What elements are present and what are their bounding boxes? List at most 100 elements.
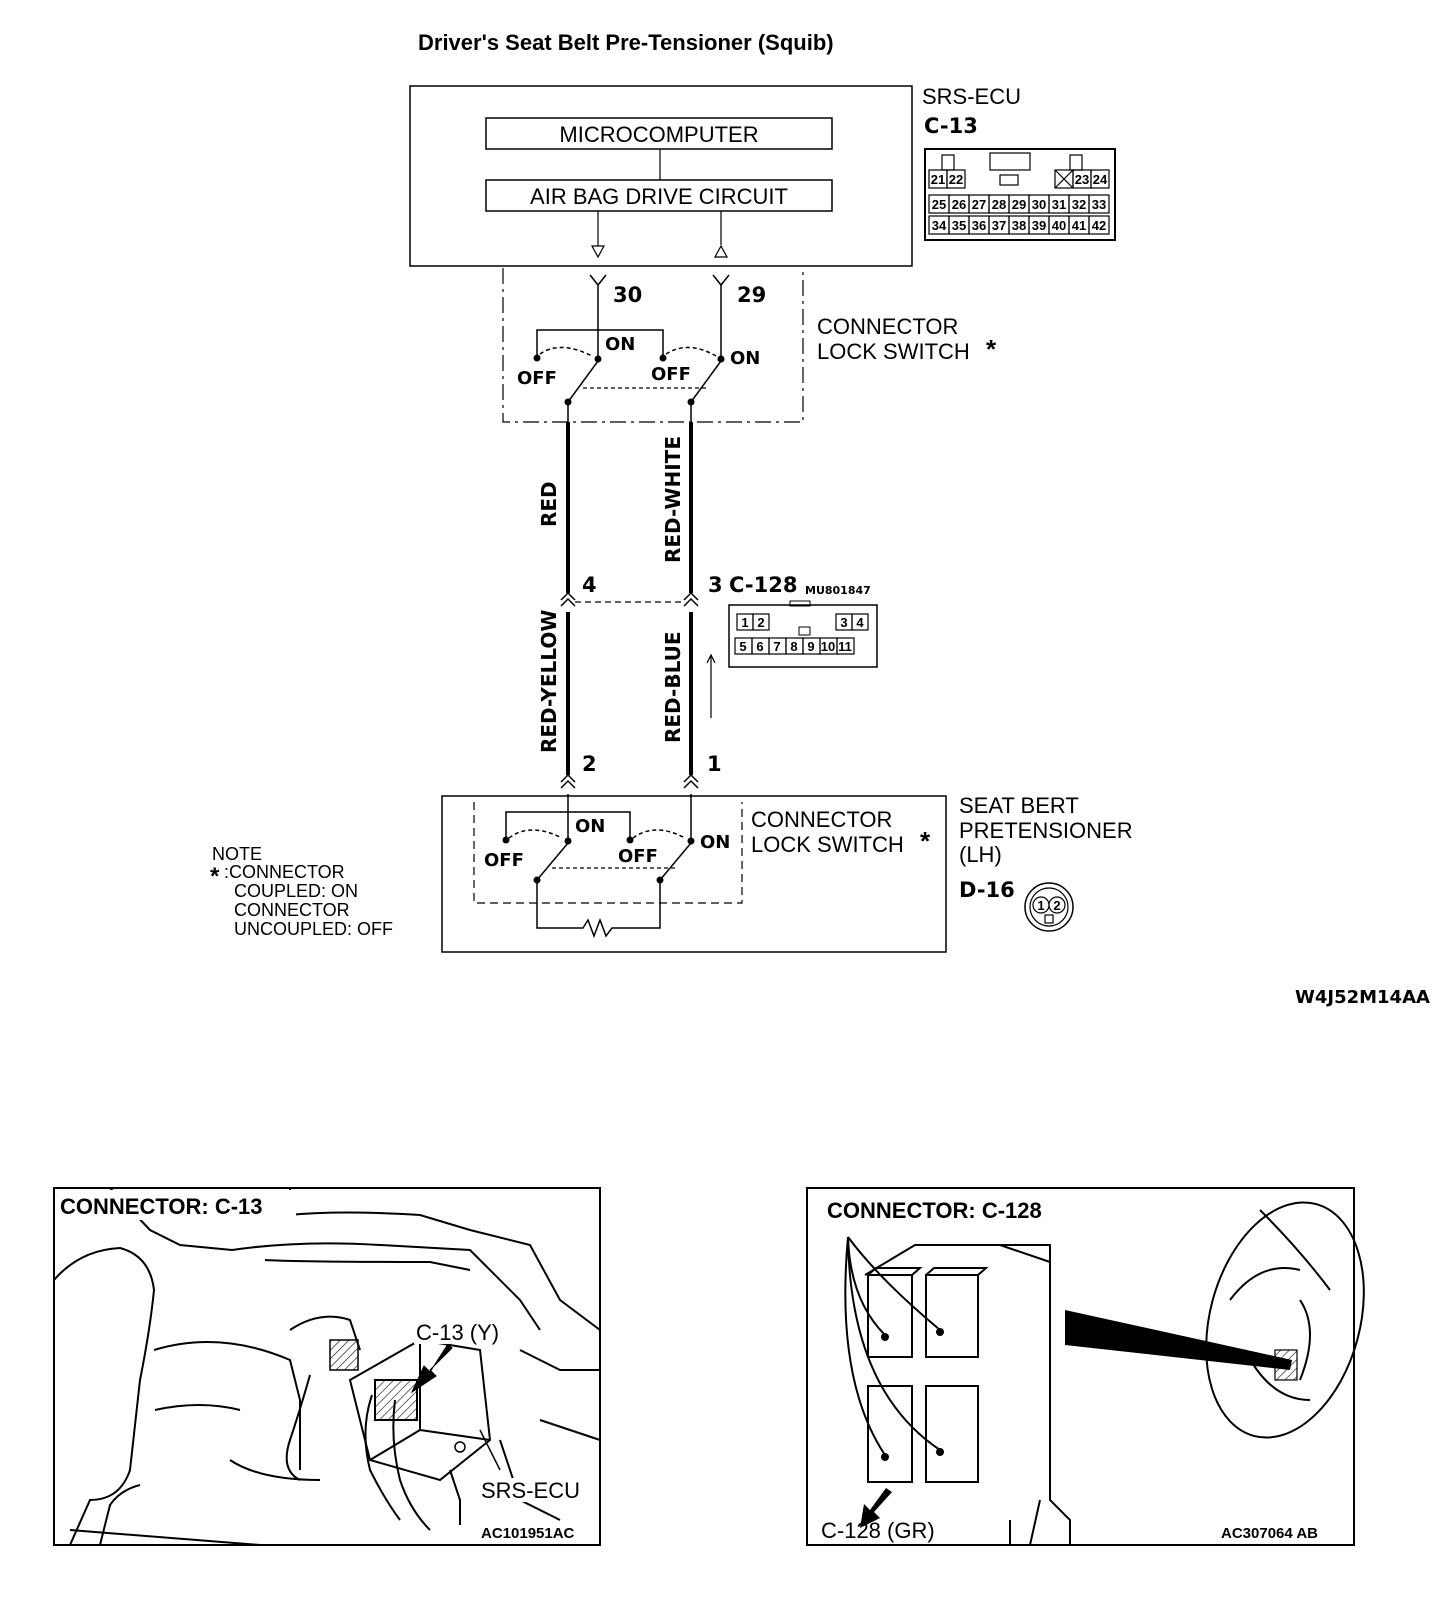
microcomputer-label: MICROCOMPUTER — [559, 122, 758, 147]
c128-panel-code: AC307064 AB — [1221, 1525, 1318, 1542]
c128-connector-callout: C-128 (GR) — [821, 1518, 935, 1543]
c128-pin-4: 4 — [582, 573, 597, 597]
svg-text:1: 1 — [741, 615, 748, 630]
switch-off-label: OFF — [517, 368, 557, 389]
pretensioner-box: ON ON OFF OFF — [441, 795, 947, 953]
wire-color-red-blue: RED-BLUE — [661, 631, 685, 743]
svg-text:23: 23 — [1075, 172, 1089, 187]
svg-text:6: 6 — [756, 639, 763, 654]
top-lock-switch-label: LOCK SWITCH — [817, 339, 970, 364]
svg-text:27: 27 — [972, 197, 986, 212]
c128-pin-3: 3 — [708, 573, 723, 597]
note-line: COUPLED: ON — [234, 881, 358, 901]
srs-ecu-callout: SRS-ECU — [481, 1478, 580, 1503]
c128-label: C-128 — [729, 573, 797, 597]
svg-text:36: 36 — [972, 218, 986, 233]
top-lock-switch: 30 29 ON ON OFF OFF — [502, 268, 804, 423]
svg-text:31: 31 — [1052, 197, 1066, 212]
pretensioner-label: (LH) — [959, 842, 1002, 867]
microcomputer-block — [485, 117, 833, 150]
c13-pointer-arrow-icon — [410, 1343, 453, 1394]
switch-on-label: ON — [730, 348, 760, 369]
svg-text:8: 8 — [790, 639, 797, 654]
svg-text:38: 38 — [1012, 218, 1026, 233]
diagram-code: W4J52M14AA — [1295, 987, 1430, 1008]
svg-text:7: 7 — [773, 639, 780, 654]
svg-text:1: 1 — [1037, 898, 1044, 913]
terminal-30-symbol — [589, 274, 607, 287]
switch-on-label: ON — [605, 334, 635, 355]
srs-ecu-label: SRS-ECU — [922, 84, 1021, 109]
terminal-29-label: 29 — [737, 283, 766, 307]
note-line: :CONNECTOR — [224, 862, 345, 882]
output-arrow-down-icon — [590, 245, 606, 259]
pretensioner-label: SEAT BERT — [959, 793, 1079, 818]
top-lock-switch-label: CONNECTOR — [817, 314, 958, 339]
c128-panel-title: CONNECTOR: C-128 — [827, 1198, 1042, 1223]
note-line: CONNECTOR — [234, 900, 350, 920]
svg-text:42: 42 — [1092, 218, 1106, 233]
switch-on-label: ON — [700, 832, 730, 853]
c13-connector-illustration — [374, 1379, 418, 1421]
switch-off-label: OFF — [484, 850, 524, 871]
terminal-30-label: 30 — [613, 283, 642, 307]
c13-panel-code: AC101951AC — [481, 1525, 575, 1542]
c128-pointer-arrow-icon — [860, 1488, 892, 1528]
pretensioner-label: PRETENSIONER — [959, 818, 1133, 843]
wire-color-red-white: RED-WHITE — [661, 436, 685, 563]
svg-text:33: 33 — [1092, 197, 1106, 212]
srs-ecu-box: MICROCOMPUTER AIR BAG DRIVE CIRCUIT — [409, 85, 913, 267]
switch-off-label: OFF — [651, 364, 691, 385]
c13-panel-title: CONNECTOR: C-13 — [60, 1194, 263, 1219]
c13-connector-face: 21 22 23 24 25 26 27 28 29 30 31 32 33 3… — [924, 148, 1116, 241]
svg-text:2: 2 — [1053, 898, 1060, 913]
svg-text:32: 32 — [1072, 197, 1086, 212]
svg-text:34: 34 — [932, 218, 947, 233]
bottom-lock-switch-label: CONNECTOR — [751, 807, 892, 832]
c13-connector-callout: C-13 (Y) — [416, 1320, 499, 1345]
note-asterisk: * — [210, 863, 220, 890]
diagram-title: Driver's Seat Belt Pre-Tensioner (Squib) — [418, 30, 834, 55]
note-title: NOTE — [212, 844, 262, 864]
airbag-drive-circuit-label: AIR BAG DRIVE CIRCUIT — [530, 184, 788, 209]
connector-c128-location-panel: CONNECTOR: C-128 C-128 (GR) AC307064 AB — [806, 1187, 1365, 1546]
svg-text:35: 35 — [952, 218, 966, 233]
note-block: NOTE * :CONNECTOR COUPLED: ON CONNECTOR … — [210, 844, 393, 939]
bottom-lock-switch-label: LOCK SWITCH — [751, 832, 904, 857]
output-arrow-up-icon — [713, 244, 729, 258]
switch-on-label: ON — [575, 816, 605, 837]
connector-c13-location-panel: CONNECTOR: C-13 C-13 (Y) SRS-ECU AC10195… — [53, 1187, 601, 1546]
svg-text:39: 39 — [1032, 218, 1046, 233]
svg-text:24: 24 — [1093, 172, 1108, 187]
pretensioner-pin-1: 1 — [707, 752, 722, 776]
svg-text:10: 10 — [821, 639, 835, 654]
svg-text:9: 9 — [807, 639, 814, 654]
svg-text:25: 25 — [932, 197, 946, 212]
svg-text:26: 26 — [952, 197, 966, 212]
zoom-wedge-icon — [1065, 1310, 1292, 1370]
wire-color-red-yellow: RED-YELLOW — [537, 610, 561, 753]
d16-connector-face: 1 2 — [1024, 882, 1074, 932]
squib-resistor-icon — [536, 880, 661, 939]
svg-text:37: 37 — [992, 218, 1006, 233]
svg-text:5: 5 — [739, 639, 746, 654]
asterisk-mark: * — [920, 826, 931, 856]
svg-text:29: 29 — [1012, 197, 1026, 212]
svg-text:11: 11 — [838, 639, 852, 654]
d16-label: D-16 — [959, 878, 1015, 902]
svg-text:30: 30 — [1032, 197, 1046, 212]
airbag-drive-circuit-block — [485, 179, 833, 212]
svg-text:2: 2 — [757, 615, 764, 630]
c128-junction — [560, 591, 699, 789]
svg-text:41: 41 — [1072, 218, 1086, 233]
c128-connector-face: 1 2 3 4 5 6 7 8 9 10 11 — [728, 600, 878, 668]
svg-text:21: 21 — [931, 172, 945, 187]
svg-text:4: 4 — [856, 615, 864, 630]
note-line: UNCOUPLED: OFF — [234, 919, 393, 939]
switch-off-label: OFF — [618, 846, 658, 867]
c128-part-number: MU801847 — [805, 584, 871, 597]
asterisk-mark: * — [986, 334, 997, 364]
wire-color-red: RED — [537, 481, 561, 527]
svg-text:28: 28 — [992, 197, 1006, 212]
terminal-29-symbol — [712, 274, 730, 287]
